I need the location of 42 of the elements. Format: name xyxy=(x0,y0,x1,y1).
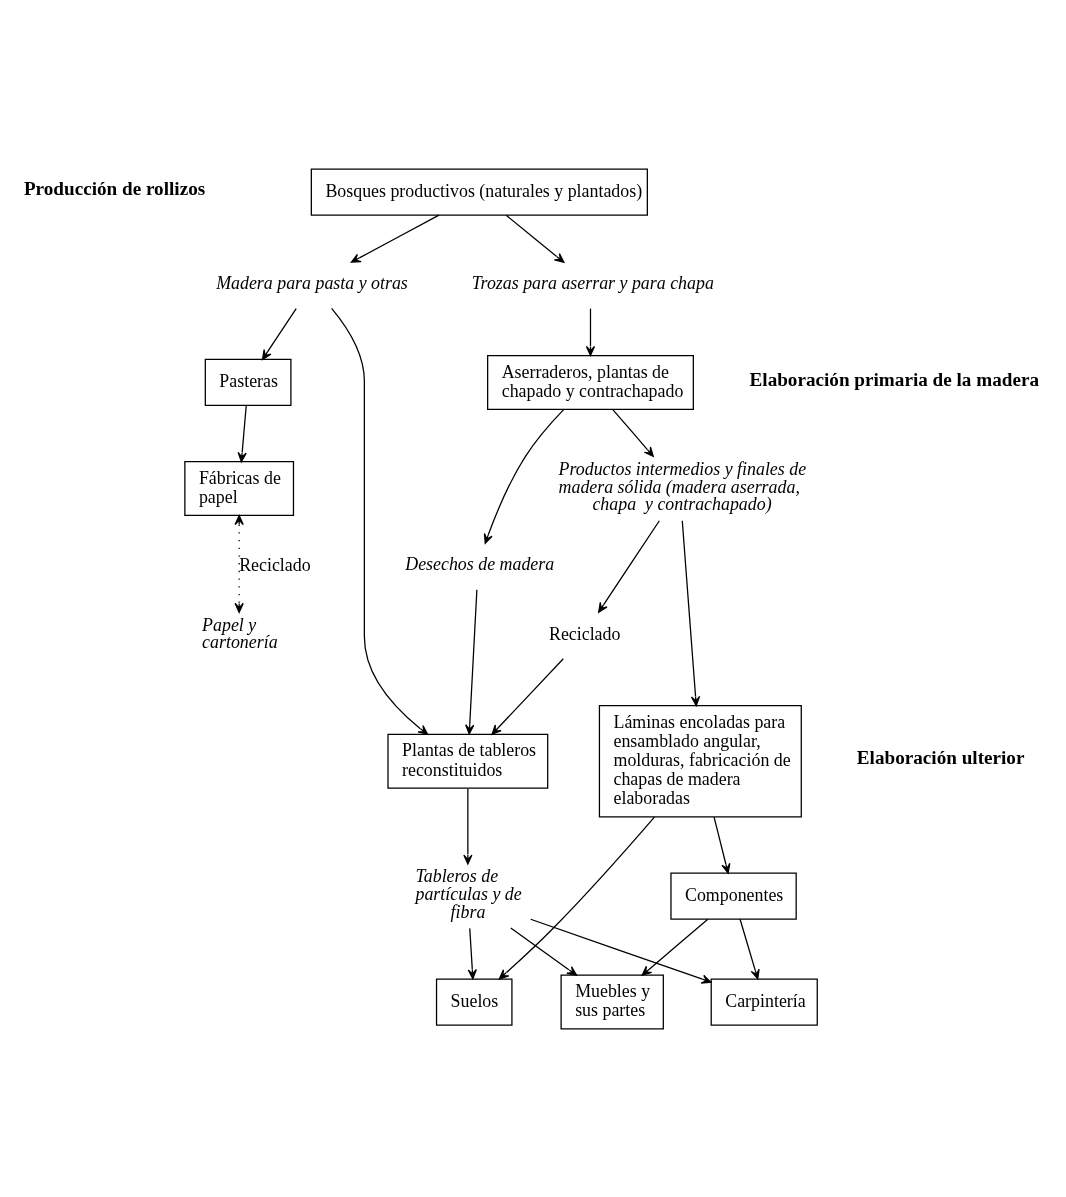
node-box: Componentes xyxy=(670,871,797,920)
node-box: Fábricas de papel xyxy=(184,460,295,516)
edge-label: Reciclado xyxy=(239,554,311,575)
arrow xyxy=(463,787,473,865)
node-text: Tableros de partículas y de fibra xyxy=(415,865,522,922)
arrow xyxy=(681,519,701,706)
node-text: Reciclado xyxy=(548,623,621,644)
node-text: Desechos de madera xyxy=(405,553,555,574)
node-text: Madera para pasta y otras xyxy=(216,272,408,293)
label: Producción de rollizos xyxy=(23,177,206,199)
label: Elaboración ulterior xyxy=(856,746,1025,768)
node-box: Aserraderos, plantas de chapado y contrachapado xyxy=(487,354,694,410)
arrow xyxy=(465,588,478,735)
arrow xyxy=(641,918,709,976)
arrow xyxy=(498,815,656,979)
arrow xyxy=(585,307,596,356)
arrow xyxy=(598,519,660,613)
arrow xyxy=(530,918,712,984)
node-box: Bosques productivos (naturales y plantados) xyxy=(310,167,648,216)
node-box: Láminas encoladas para ensamblado angular, molduras, fabricación de chapas de madera elaboradas xyxy=(598,704,802,817)
arrow xyxy=(713,815,731,874)
arrow xyxy=(505,214,565,263)
arrow xyxy=(510,926,578,976)
node-box: Pasteras xyxy=(204,358,292,406)
arrow xyxy=(330,307,429,735)
node-box: Muebles y sus partes xyxy=(560,974,664,1030)
node-box: Suelos xyxy=(435,977,513,1026)
label: Elaboración primaria de la madera xyxy=(749,368,1039,390)
arrow xyxy=(350,213,440,263)
node-text: Trozas para aserrar y para chapa xyxy=(471,272,714,293)
arrow xyxy=(261,307,297,360)
arrow xyxy=(237,404,247,462)
node-text: Papel y cartonería xyxy=(202,614,278,652)
node-box: Carpintería xyxy=(710,977,818,1026)
arrow xyxy=(467,927,477,979)
arrow xyxy=(611,408,654,457)
node-box: Plantas de tableros reconstituidos xyxy=(387,733,549,789)
arrow xyxy=(739,918,760,979)
arrow xyxy=(491,657,564,735)
arrow xyxy=(234,514,244,613)
arrow xyxy=(483,408,565,544)
node-text: Productos intermedios y finales de madera sólida (madera aserrada, chapa y contrachapado) xyxy=(558,458,807,514)
